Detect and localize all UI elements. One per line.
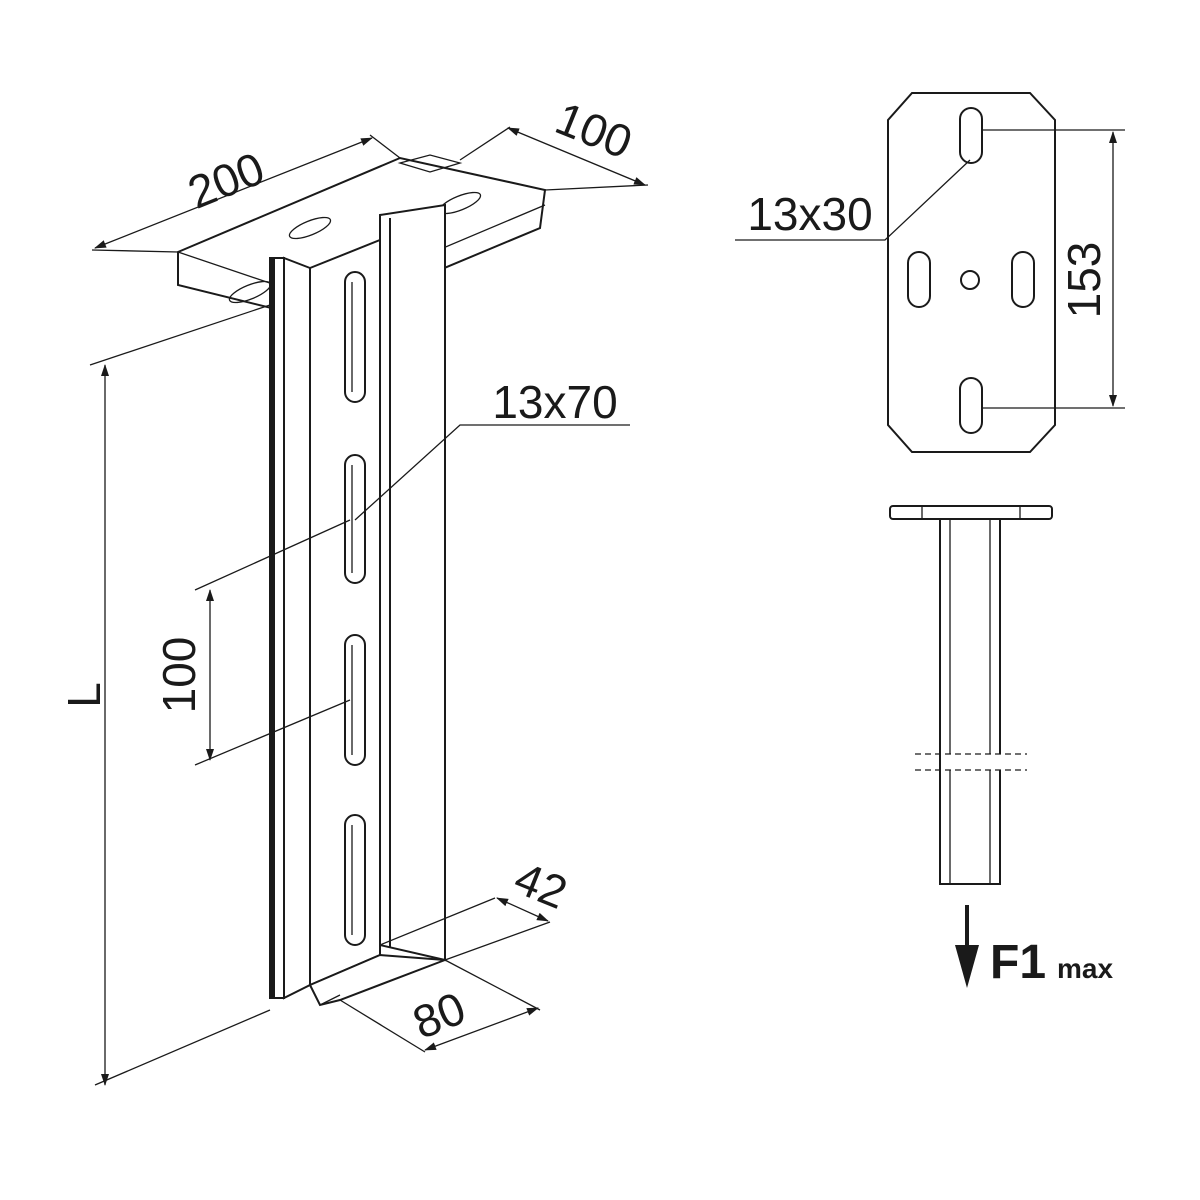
dim-plate-width: 100 <box>549 92 640 169</box>
dim-hole-spacing: 153 <box>1058 242 1110 319</box>
load-subscript: max <box>1057 953 1113 984</box>
dim-channel-width: 80 <box>406 981 473 1048</box>
channel-profile <box>269 203 446 1007</box>
load-arrow-icon <box>955 905 979 988</box>
dim-hole-size: 13x30 <box>747 188 872 240</box>
dim-length: L <box>58 682 110 708</box>
perspective-view: 200 100 13x70 100 L 42 80 <box>58 92 649 1086</box>
dim-plate-length: 200 <box>181 142 272 219</box>
dim-slot-pitch: 100 <box>153 637 205 714</box>
dim-slot-size: 13x70 <box>492 376 617 428</box>
load-label: F1 <box>990 936 1046 989</box>
plate-top-view: 13x30 153 <box>735 92 1125 453</box>
side-view: F1 max <box>889 505 1113 989</box>
dim-flange-width: 42 <box>508 851 575 918</box>
dimension-lines <box>89 126 649 1086</box>
